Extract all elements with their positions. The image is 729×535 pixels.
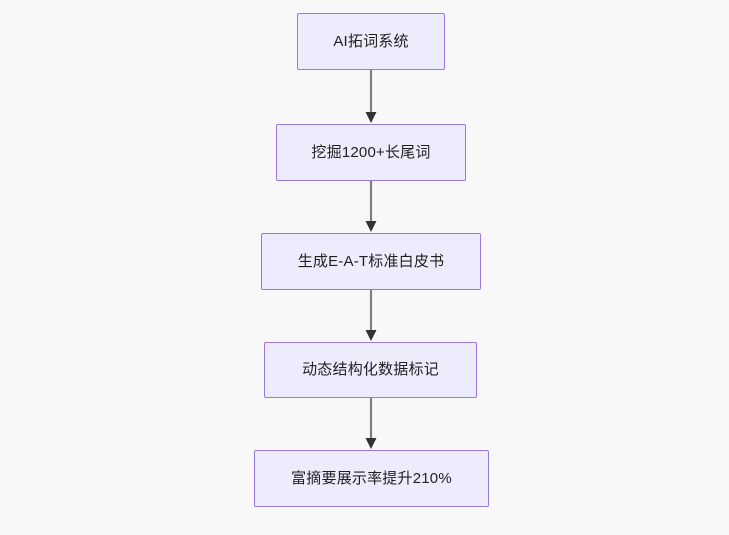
- flowchart-connector-3: [364, 290, 378, 342]
- flowchart-node-5-label: 富摘要展示率提升210%: [291, 469, 452, 487]
- flowchart-node-5[interactable]: 富摘要展示率提升210%: [254, 450, 489, 507]
- arrowhead-icon: [365, 221, 377, 232]
- flowchart-node-4[interactable]: 动态结构化数据标记: [264, 342, 477, 398]
- flowchart-connector-2: [364, 181, 378, 233]
- arrowhead-icon: [365, 330, 377, 341]
- arrowhead-icon: [365, 438, 377, 449]
- flowchart-node-2-label: 挖掘1200+长尾词: [311, 143, 431, 161]
- flowchart-node-3[interactable]: 生成E-A-T标准白皮书: [261, 233, 481, 290]
- flowchart-node-4-label: 动态结构化数据标记: [302, 361, 439, 378]
- flowchart-node-1[interactable]: AI拓词系统: [297, 13, 445, 70]
- flowchart-node-2[interactable]: 挖掘1200+长尾词: [276, 124, 466, 181]
- flowchart-connector-4: [364, 398, 378, 450]
- arrowhead-icon: [365, 112, 377, 123]
- flowchart-node-3-label: 生成E-A-T标准白皮书: [297, 252, 445, 270]
- flowchart-node-1-label: AI拓词系统: [333, 32, 409, 50]
- flowchart-connector-1: [364, 70, 378, 124]
